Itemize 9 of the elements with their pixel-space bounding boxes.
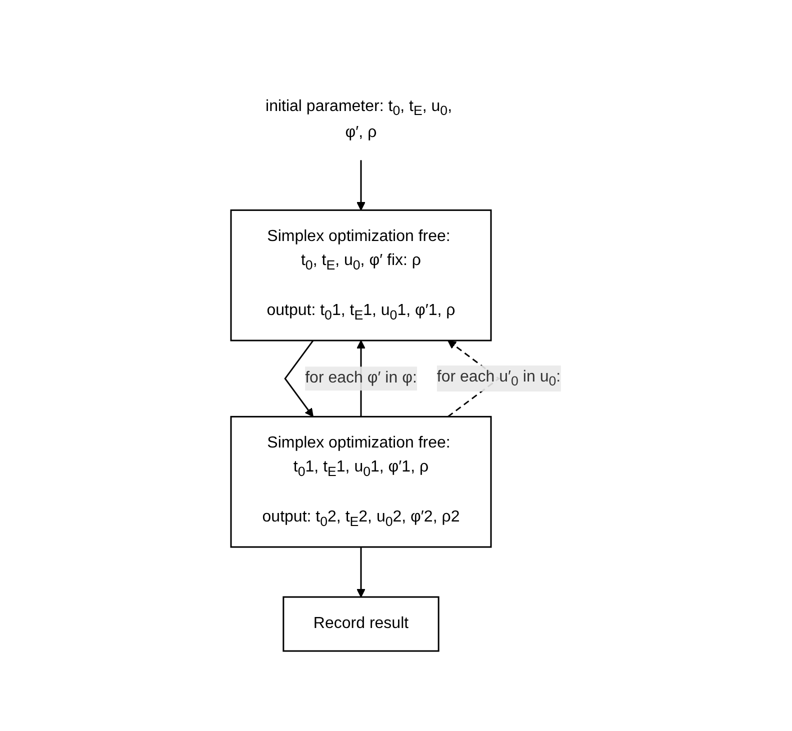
node-text: initial parameter: t$_{0}$, t$_{E}$, u$_{0}$, φ′, ρ <box>266 98 452 142</box>
arrow <box>284 340 314 418</box>
node-box: Record result <box>282 596 440 652</box>
edge-label: for each u′$_{0}$ in u$_{0}$: <box>437 368 561 389</box>
arrow <box>356 547 366 598</box>
node-box: Simplex optimization free: t$_{0}$1, t$_{E}$1, u$_{0}$1, φ′1, ρ output: t$_{0}$2, t$_{E}$2, u$_{0}$2, φ′2, ρ2 <box>230 416 492 548</box>
edge-label: for each φ′ in φ: <box>305 370 418 387</box>
arrow <box>356 160 366 211</box>
node-box: Simplex optimization free: t$_{0}$, t$_{E}$, u$_{0}$, φ′ fix: ρ output: t$_{0}$1, t$_{E}$1, u$_{0}$1, φ′1, ρ <box>230 209 492 342</box>
